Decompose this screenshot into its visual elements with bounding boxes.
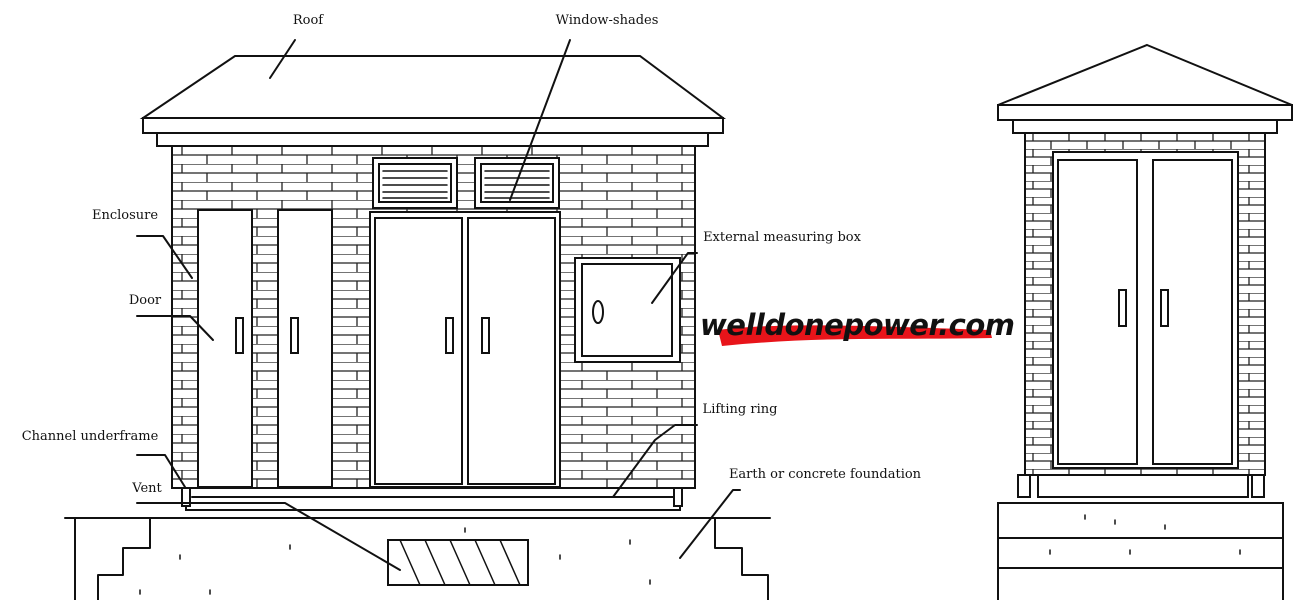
leader-lines bbox=[136, 39, 741, 571]
foundation-left bbox=[64, 517, 771, 600]
roof bbox=[139, 55, 727, 119]
label-window-shades: Window-shades bbox=[555, 13, 659, 28]
channel-underframe bbox=[185, 487, 681, 511]
window-shades bbox=[372, 157, 560, 209]
label-foundation: Earth or concrete foundation bbox=[728, 467, 922, 482]
label-external-measuring-box: External measuring box bbox=[703, 230, 861, 245]
label-door: Door bbox=[128, 293, 162, 308]
label-channel-underframe: Channel underframe bbox=[21, 429, 159, 444]
watermark: welldonepower.com bbox=[700, 308, 1015, 342]
external-measuring-box bbox=[574, 257, 681, 363]
roof-band bbox=[156, 132, 709, 147]
vent bbox=[387, 539, 529, 586]
right-building bbox=[997, 43, 1293, 600]
label-roof: Roof bbox=[292, 13, 324, 28]
watermark-highlight bbox=[718, 325, 992, 346]
left-building bbox=[64, 55, 771, 600]
label-enclosure: Enclosure bbox=[91, 208, 159, 223]
label-lifting-ring: Lifting ring bbox=[702, 402, 778, 417]
roof-fascia bbox=[142, 117, 724, 134]
label-vent: Vent bbox=[132, 481, 162, 496]
middle-doors bbox=[369, 211, 561, 488]
